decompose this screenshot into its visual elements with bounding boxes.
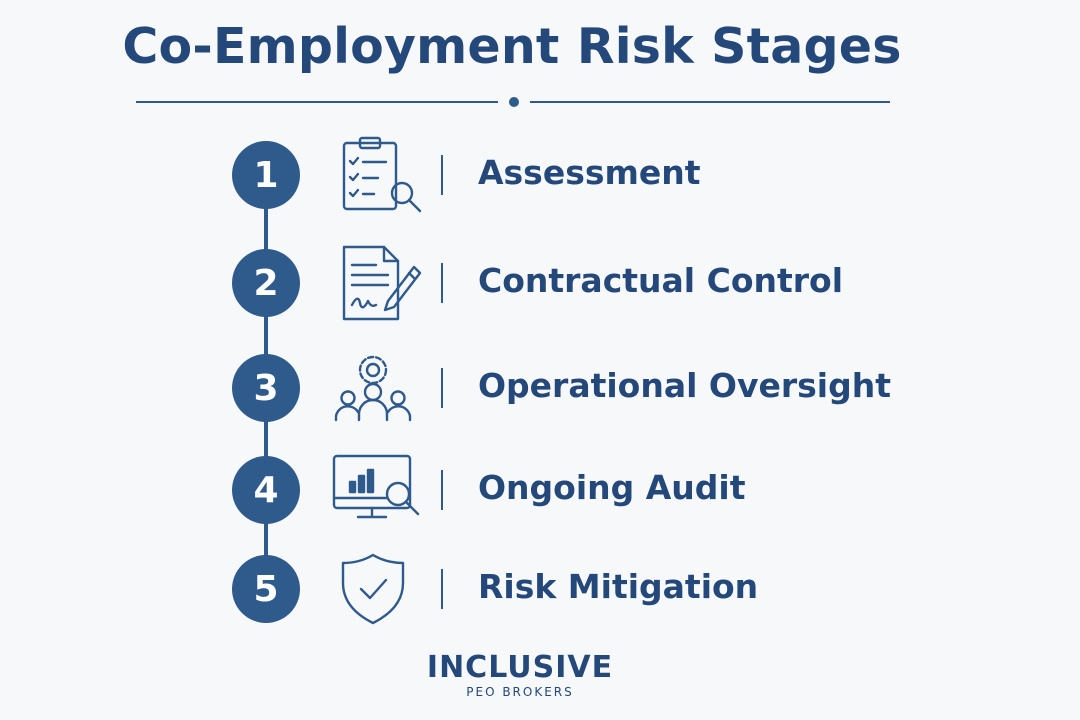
- stage-contractual-control: 2 Contractual Control: [0, 243, 1080, 323]
- brand-logo: INCLUSIVE PEO BROKERS: [0, 652, 1040, 700]
- page-title: Co-Employment Risk Stages: [122, 18, 902, 75]
- stage-risk-mitigation: 5 Risk Mitigation: [0, 549, 1080, 629]
- stage-separator: [441, 263, 443, 303]
- team-gear-icon: [334, 355, 412, 422]
- stage-separator: [441, 470, 443, 510]
- stage-operational-oversight: 3 Operational Oversight: [0, 348, 1080, 428]
- stage-label: Ongoing Audit: [478, 468, 746, 507]
- contract-pen-icon: [342, 245, 422, 321]
- stage-separator: [441, 155, 443, 195]
- title-divider: [136, 97, 890, 107]
- stage-number-badge: 2: [232, 249, 300, 317]
- stage-number-badge: 3: [232, 354, 300, 422]
- shield-check-icon: [341, 553, 405, 625]
- stage-number-badge: 5: [232, 555, 300, 623]
- monitor-chart-search-icon: [332, 454, 420, 519]
- stage-label: Contractual Control: [478, 261, 844, 300]
- stage-number-badge: 4: [232, 456, 300, 524]
- logo-name: INCLUSIVE: [426, 650, 614, 685]
- stage-number-badge: 1: [232, 141, 300, 209]
- stage-separator: [441, 569, 443, 609]
- stage-label: Assessment: [478, 153, 701, 192]
- stage-assessment: 1 Assessment: [0, 135, 1080, 215]
- stage-separator: [441, 368, 443, 408]
- logo-tagline: PEO BROKERS: [466, 685, 574, 699]
- clipboard-search-icon: [342, 136, 422, 213]
- stage-label: Risk Mitigation: [478, 567, 759, 606]
- stage-label: Operational Oversight: [478, 366, 891, 405]
- stage-ongoing-audit: 4 Ongoing Audit: [0, 450, 1080, 530]
